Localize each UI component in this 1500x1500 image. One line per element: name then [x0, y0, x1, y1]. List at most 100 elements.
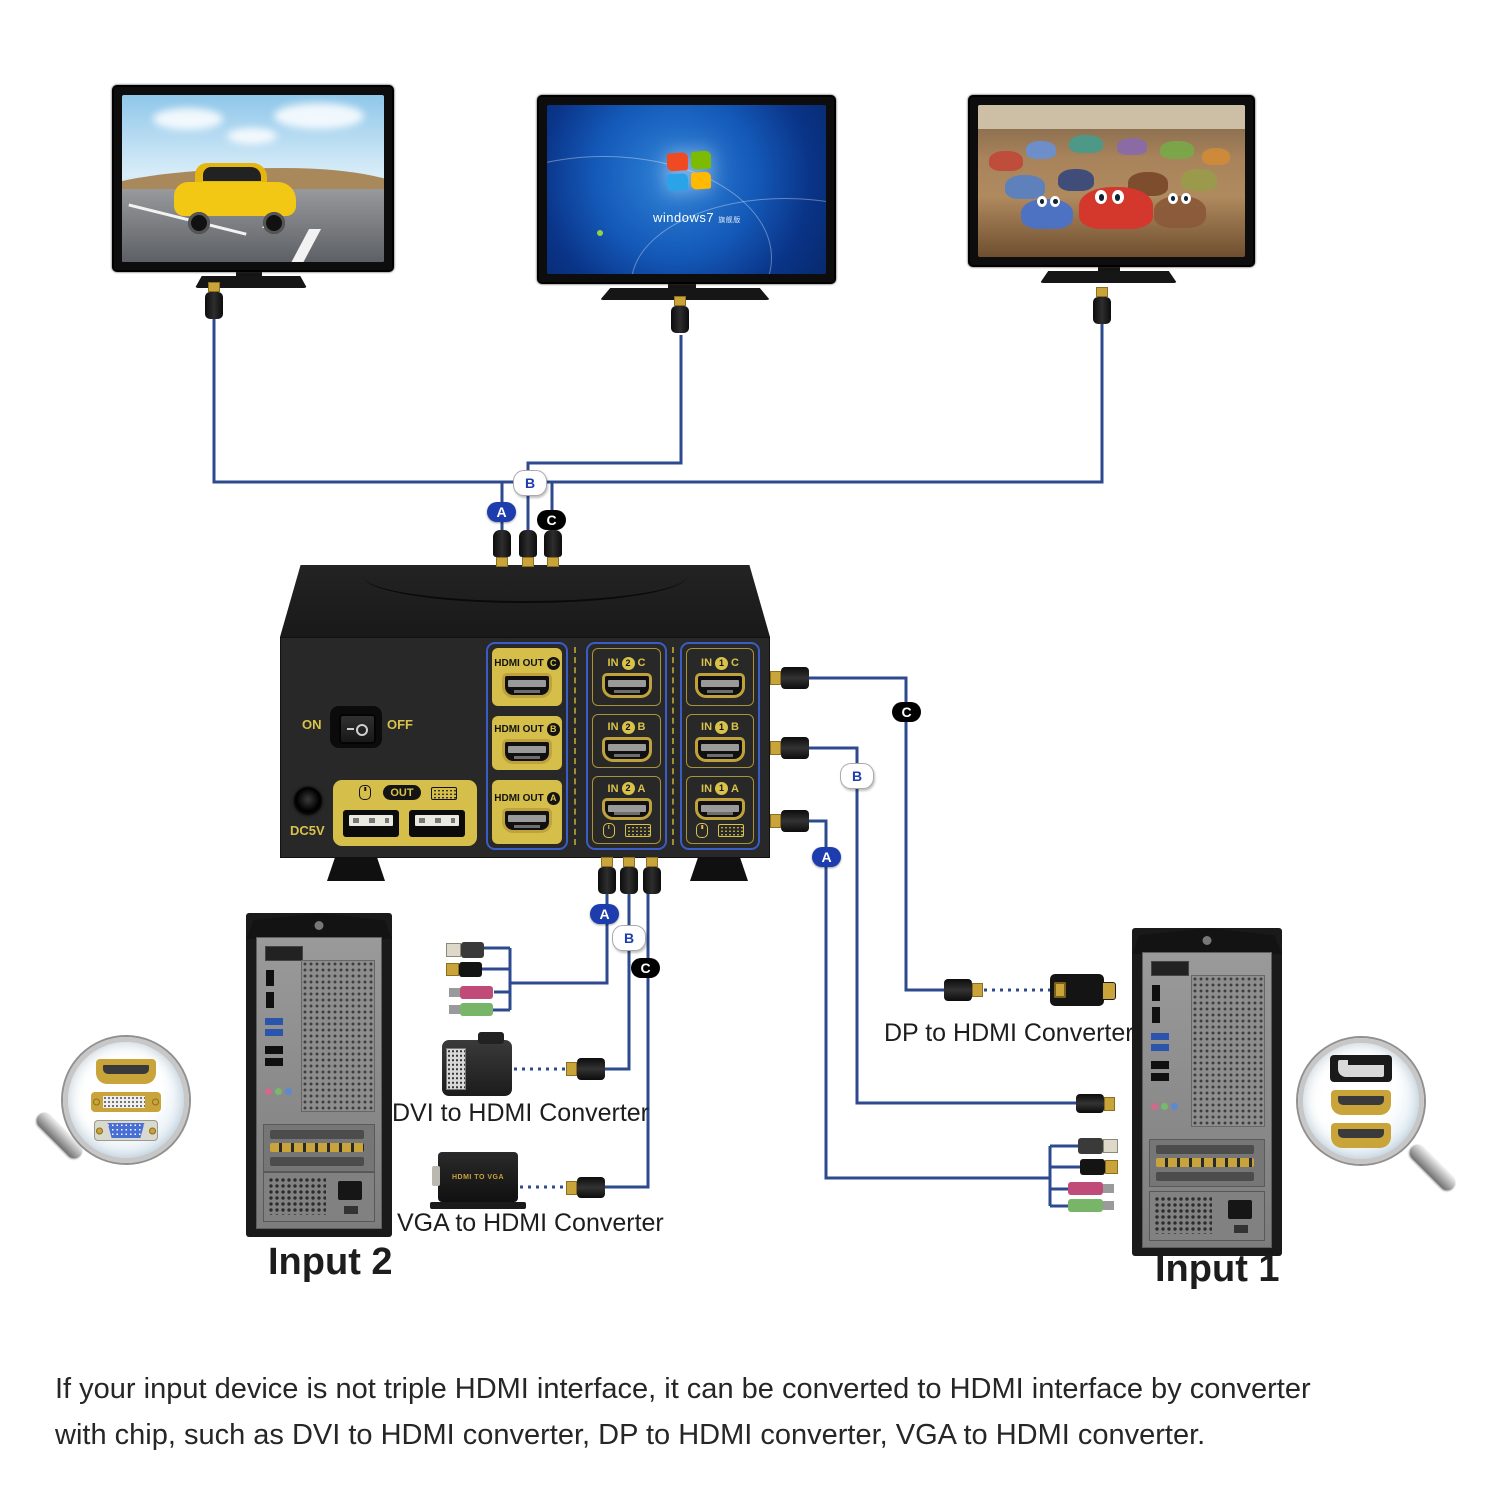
hdmi-port-icon — [1331, 1089, 1391, 1115]
hdmi-plug-to-dvi — [566, 1058, 605, 1080]
monitor-c-hdmi-plug — [1093, 287, 1111, 324]
mouse-icon — [359, 785, 371, 805]
kvm-top-plug-b — [519, 530, 537, 567]
monitor-c-screen — [978, 105, 1245, 257]
hdmi-out-b-label: HDMI OUT — [494, 723, 544, 735]
monitor-b: windows7 旗舰版 — [537, 95, 836, 284]
badge-a: A — [812, 847, 841, 867]
cable-in1-b — [804, 746, 1076, 1105]
kvm-foot-left — [327, 857, 385, 881]
hdmi-connector — [446, 962, 482, 977]
kvm-right-plug-c — [770, 667, 809, 689]
input2-ports-magnifier — [63, 1037, 189, 1163]
cable-out-b — [526, 335, 683, 540]
dp-adapter — [1050, 974, 1116, 1006]
kvm-right-plug-a — [770, 810, 809, 832]
badge-c: C — [892, 702, 921, 722]
cable-in1-c — [806, 676, 946, 992]
vga-converter-box: HDMI TO VGA — [430, 1152, 526, 1209]
hdmi-out-a-letter: A — [546, 791, 560, 805]
hdmi-port-icon — [695, 798, 745, 820]
kvm-top-face — [280, 565, 770, 637]
displayport-port-icon — [1330, 1054, 1392, 1082]
input1-ports-magnifier — [1298, 1038, 1424, 1164]
power-on-label: ON — [302, 717, 322, 732]
monitor-b-base — [600, 288, 770, 300]
badge-a: A — [487, 502, 516, 522]
monitor-c-base — [1040, 271, 1177, 283]
mouse-icon — [696, 823, 708, 838]
hdmi-port-icon — [601, 736, 652, 762]
hdmi-port-icon — [695, 672, 745, 698]
dashed-separator — [574, 647, 576, 845]
hdmi-port-icon — [1331, 1122, 1391, 1148]
power-off-label: OFF — [387, 717, 413, 732]
speaker-audio-jack — [449, 1003, 493, 1016]
hdmi-connector — [1080, 1159, 1118, 1175]
keyboard-icon — [431, 787, 457, 805]
dashed-separator — [672, 647, 674, 845]
kvm-bottom-plug-c — [643, 857, 661, 894]
speaker-audio-jack — [1068, 1199, 1114, 1212]
input1-label: Input 1 — [1155, 1248, 1280, 1290]
monitor-a — [112, 85, 394, 272]
keyboard-icon — [624, 824, 651, 837]
input1-computer-tower — [1132, 928, 1282, 1256]
monitor-a-base — [195, 276, 307, 288]
hdmi-out-b-letter: B — [546, 722, 560, 736]
badge-a: A — [590, 904, 619, 924]
hdmi-port-icon — [502, 807, 552, 833]
keyboard-icon — [718, 824, 744, 837]
hdmi-plug-to-vga — [566, 1177, 605, 1198]
kvm-bottom-plug-a — [598, 857, 616, 894]
footer-note: If your input device is not triple HDMI … — [55, 1366, 1455, 1458]
footer-line1: If your input device is not triple HDMI … — [55, 1373, 1311, 1405]
usb-out-panel: OUT — [333, 780, 477, 846]
dc5v-label: DC5V — [290, 823, 325, 838]
hdmi-out-c-letter: C — [546, 656, 560, 670]
vga-converter-label: VGA to HDMI Converter — [397, 1209, 664, 1237]
usb-connector — [446, 942, 484, 958]
dc-power-jack — [294, 787, 322, 815]
hdmi-out-c-label: HDMI OUT — [494, 657, 544, 669]
badge-b: B — [612, 925, 646, 951]
mic-audio-jack — [1068, 1182, 1114, 1195]
hdmi-out-a-label: HDMI OUT — [494, 792, 544, 804]
kvm-foot-right — [690, 857, 748, 881]
badge-c: C — [537, 510, 566, 530]
vga-port-icon — [94, 1120, 158, 1141]
kvm-top-plug-c — [544, 530, 562, 567]
kvm-bottom-plug-b — [620, 857, 638, 894]
dp-converter-label: DP to HDMI Converter — [884, 1019, 1134, 1047]
mouse-icon — [602, 823, 615, 838]
input2-label: Input 2 — [268, 1241, 393, 1283]
cable-in2-a — [481, 886, 609, 1012]
hdmi-port-icon — [601, 798, 652, 820]
monitor-b-hdmi-plug — [671, 296, 689, 333]
usb-port-keyboard — [409, 810, 465, 837]
input2-computer-tower — [246, 913, 392, 1237]
usb-port-mouse — [343, 810, 399, 837]
monitor-c — [968, 95, 1255, 267]
hdmi-port-icon — [695, 736, 745, 762]
kvm-top-plug-a — [493, 530, 511, 567]
badge-c: C — [631, 958, 660, 978]
power-switch — [330, 706, 382, 748]
badge-b: B — [513, 470, 547, 496]
cable-in1-a — [804, 819, 1082, 1208]
monitor-b-screen: windows7 旗舰版 — [547, 105, 826, 274]
hdmi-port-icon — [601, 672, 652, 698]
badge-b: B — [840, 763, 874, 789]
